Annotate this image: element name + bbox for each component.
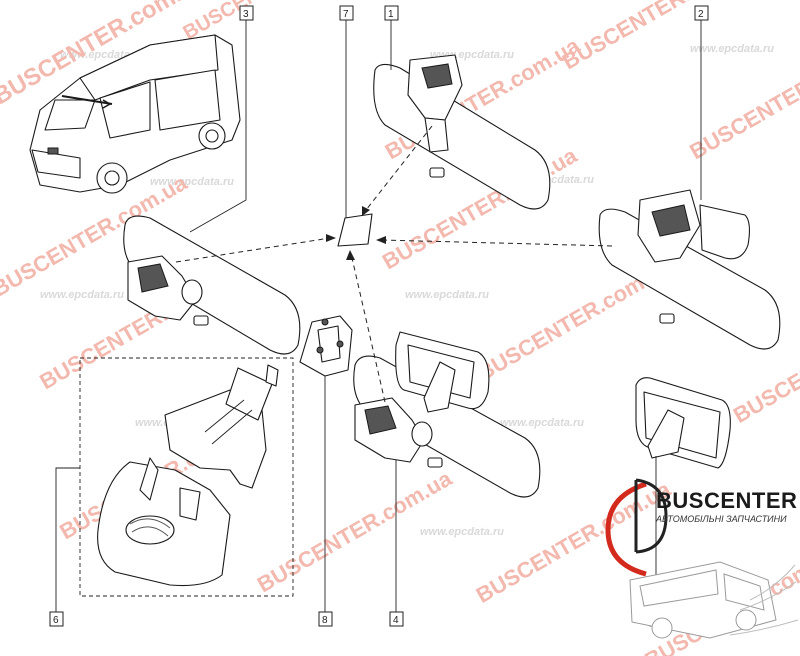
site-watermark: www.epcdata.ru bbox=[150, 176, 234, 188]
assembly-arrows bbox=[175, 125, 613, 403]
site-watermark: www.epcdata.ru bbox=[420, 526, 504, 538]
site-watermark: www.epcdata.ru bbox=[405, 289, 489, 301]
site-watermark: www.epcdata.ru bbox=[500, 417, 584, 429]
callout-label-8: 8 bbox=[322, 615, 328, 626]
bracket-part-8 bbox=[299, 315, 353, 377]
mirror-mount-part-5 bbox=[635, 377, 731, 469]
callout-box-4 bbox=[389, 611, 404, 627]
mirror-part-1 bbox=[373, 54, 551, 210]
callout-label-3: 3 bbox=[243, 9, 249, 20]
callout-label-7: 7 bbox=[343, 9, 349, 20]
callout-box-8 bbox=[318, 611, 333, 627]
callout-box-1 bbox=[384, 5, 399, 21]
logo-brand-name: BUSCENTER bbox=[656, 488, 798, 513]
mirror-part-3 bbox=[123, 215, 301, 355]
mirror-part-4 bbox=[353, 331, 541, 498]
callout-label-6: 6 bbox=[53, 615, 59, 626]
logo-mark-icon bbox=[605, 478, 799, 639]
mirror-part-2 bbox=[598, 189, 781, 350]
logo-subtitle: АВТОМОБІЛЬНІ ЗАПЧАСТИНИ bbox=[656, 514, 787, 524]
site-watermark: www.epcdata.ru bbox=[690, 43, 774, 55]
site-watermark: www.epcdata.ru bbox=[40, 289, 124, 301]
leader-lines bbox=[55, 20, 702, 612]
buscenter-logo: BUSCENTER АВТОМОБІЛЬНІ ЗАПЧАСТИНИ bbox=[600, 470, 800, 656]
callout-box-6 bbox=[49, 611, 64, 627]
cover-assembly-part-6 bbox=[79, 357, 294, 597]
callout-label-4: 4 bbox=[393, 615, 399, 626]
domain-watermark: BUSCENTER.com.ua bbox=[558, 0, 762, 74]
callout-label-2: 2 bbox=[698, 9, 704, 20]
van-illustration bbox=[29, 34, 241, 194]
callout-box-3 bbox=[239, 5, 254, 21]
callout-box-2 bbox=[694, 5, 709, 21]
callout-label-1: 1 bbox=[388, 9, 394, 20]
sensor-pad-part-7 bbox=[337, 213, 373, 247]
callout-box-7 bbox=[339, 5, 354, 21]
